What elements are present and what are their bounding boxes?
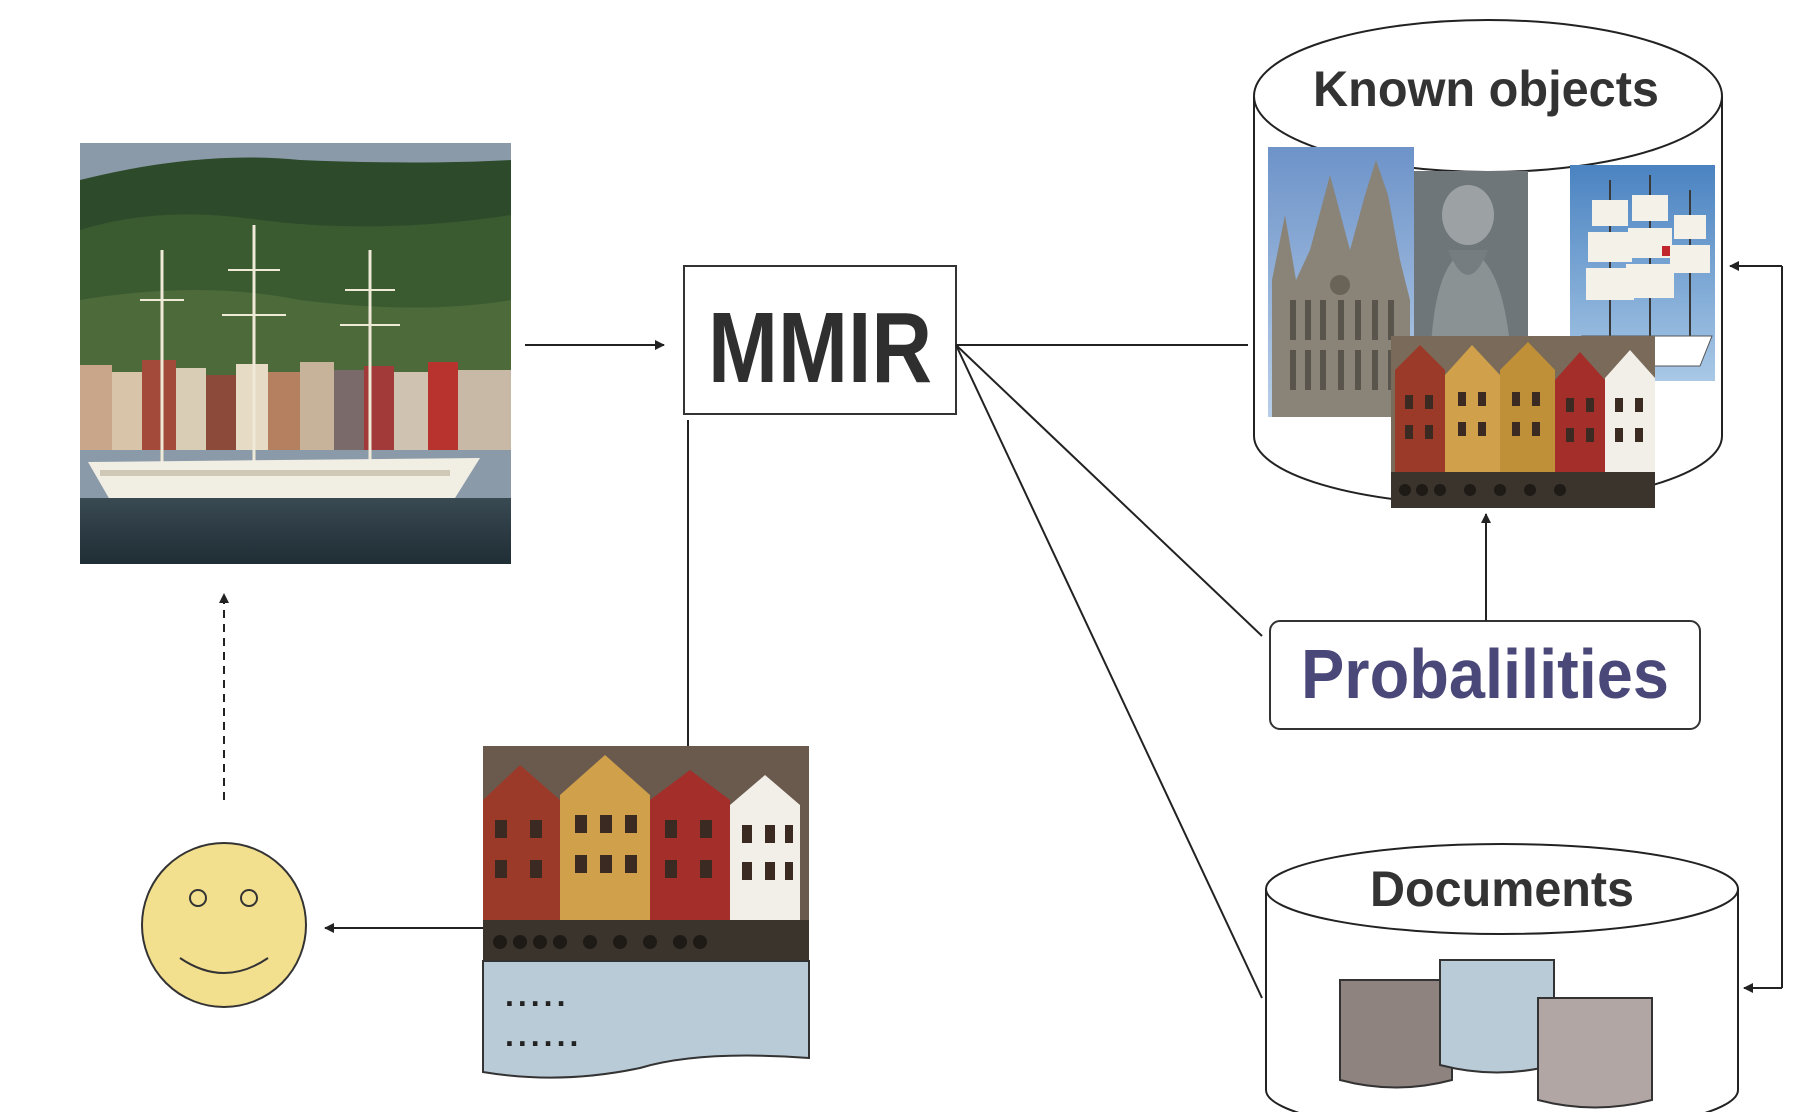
probabilities-box: Probalilities <box>1269 620 1701 730</box>
user-smiley-icon <box>141 842 307 1008</box>
known-objects-label: Known objects <box>1313 61 1659 117</box>
document-icon-brown <box>1339 979 1453 1089</box>
documents-label: Documents <box>1370 861 1634 917</box>
known-objects-db: Known objects <box>1253 19 1723 508</box>
result-houses-photo <box>483 746 809 961</box>
link-mmir-to-documents <box>955 344 1263 999</box>
known-object-cathedral-photo <box>1268 147 1414 417</box>
ship <box>88 225 480 500</box>
mmir-label: MMIR <box>708 292 932 404</box>
harbor-houses <box>80 360 511 450</box>
result-text-area <box>482 960 810 1079</box>
document-icon-blue <box>1439 959 1555 1074</box>
probabilities-label: Probalilities <box>1301 635 1669 713</box>
result-text-line-2: ...... <box>505 1017 582 1053</box>
result-text-line-1: ..... <box>505 977 569 1013</box>
query-image <box>80 143 511 564</box>
document-icon-grey <box>1537 997 1653 1109</box>
feedback-connector <box>1729 261 1783 993</box>
link-mmir-to-probabilities <box>955 344 1263 637</box>
documents-db: Documents <box>1265 843 1739 1117</box>
result-document: ..... ...... <box>482 746 810 1079</box>
known-object-houses-photo <box>1391 336 1655 508</box>
mmir-box: MMIR <box>683 265 957 415</box>
document-icons <box>1339 959 1653 1109</box>
